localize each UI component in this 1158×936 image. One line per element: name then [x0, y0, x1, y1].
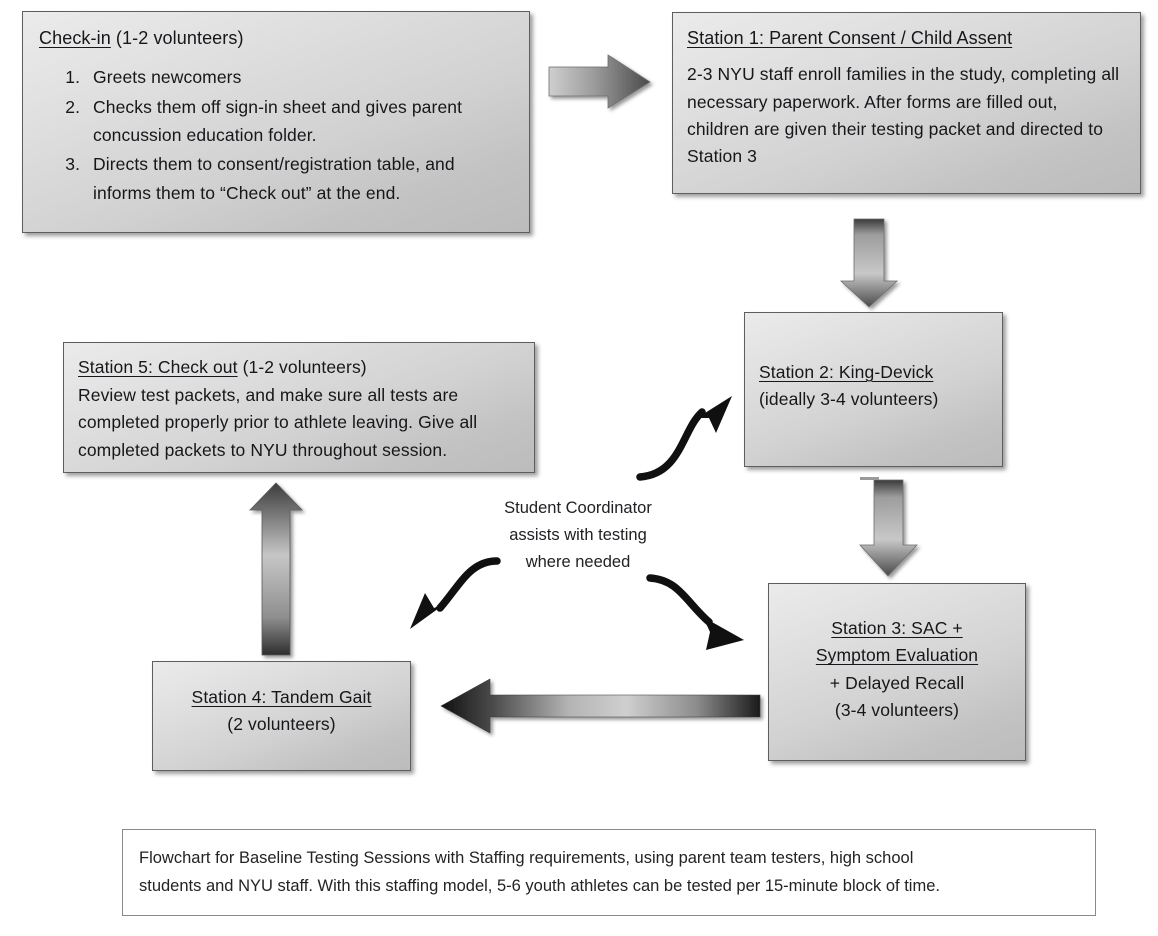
station-3-content: Station 3: SAC + Symptom Evaluation + De… [769, 584, 1025, 725]
list-item: Checks them off sign-in sheet and gives … [85, 93, 513, 150]
station-1-body: 2-3 NYU staff enroll families in the stu… [687, 64, 1120, 167]
list-item: Directs them to consent/registration tab… [85, 150, 513, 207]
station-1-heading-text: Station 1: Parent Consent / Child Assent [687, 28, 1013, 48]
station-4-heading: Station 4: Tandem Gait [191, 687, 372, 707]
curved-arrow-coordinator-to-station2 [636, 396, 732, 481]
station-2-heading: Station 2: King-Devick [759, 362, 934, 382]
station-3-line-4: (3-4 volunteers) [834, 700, 960, 721]
station-2-content: Station 2: King-Devick (ideally 3-4 volu… [745, 313, 1002, 412]
caption-box: Flowchart for Baseline Testing Sessions … [122, 829, 1096, 916]
station-5-heading-rest: (1-2 volunteers) [237, 357, 367, 377]
checkin-heading-rest: (1-2 volunteers) [110, 28, 244, 48]
caption-line-1: Flowchart for Baseline Testing Sessions … [139, 849, 914, 867]
arrow-station4-to-station5 [249, 482, 303, 656]
station-4-box: Station 4: Tandem Gait (2 volunteers) [152, 661, 411, 771]
student-coordinator-label: Student Coordinator assists with testing… [470, 495, 686, 576]
arrow-station1-to-station2 [839, 218, 899, 308]
station-5-body: Review test packets, and make sure all t… [78, 384, 478, 460]
station-5-heading-underlined: Station 5: Check out [78, 357, 238, 377]
station-4-content: Station 4: Tandem Gait (2 volunteers) [153, 662, 410, 738]
curved-arrow-coordinator-to-station3 [646, 574, 744, 650]
station-5-content: Station 5: Check out (1-2 volunteers) Re… [64, 343, 534, 465]
caption-line-2: students and NYU staff. With this staffi… [139, 877, 940, 896]
station-3-line-3: + Delayed Recall [829, 672, 965, 693]
coordinator-line-2: assists with testing [509, 526, 647, 545]
station-1-box: Station 1: Parent Consent / Child Assent… [672, 12, 1141, 194]
station-5-box: Station 5: Check out (1-2 volunteers) Re… [63, 342, 535, 473]
caption-content: Flowchart for Baseline Testing Sessions … [123, 830, 1095, 901]
coordinator-line-1: Student Coordinator [504, 499, 652, 517]
station-3-line-1: Station 3: SAC + [831, 618, 963, 638]
checkin-step-list: Greets newcomers Checks them off sign-in… [23, 63, 529, 207]
station-1-heading: Station 1: Parent Consent / Child Assent [673, 13, 1140, 51]
station-2-box: Station 2: King-Devick (ideally 3-4 volu… [744, 312, 1003, 467]
arrow-checkin-to-station1 [548, 54, 651, 109]
list-item: Greets newcomers [85, 63, 513, 91]
checkin-heading-underlined: Check-in [39, 28, 111, 48]
station-3-box: Station 3: SAC + Symptom Evaluation + De… [768, 583, 1026, 761]
station-2-subheading: (ideally 3-4 volunteers) [759, 388, 939, 409]
station-5-heading: Station 5: Check out (1-2 volunteers) [78, 354, 520, 382]
stray-dash-mark [860, 477, 879, 480]
checkin-box: Check-in (1-2 volunteers) Greets newcome… [22, 11, 530, 233]
station-4-subheading: (2 volunteers) [227, 714, 336, 735]
arrow-station3-to-station4 [440, 678, 761, 734]
station-3-line-2: Symptom Evaluation [815, 645, 979, 666]
arrow-station2-to-station3 [859, 479, 918, 577]
checkin-heading: Check-in (1-2 volunteers) [23, 12, 529, 53]
coordinator-line-3: where needed [525, 553, 631, 572]
